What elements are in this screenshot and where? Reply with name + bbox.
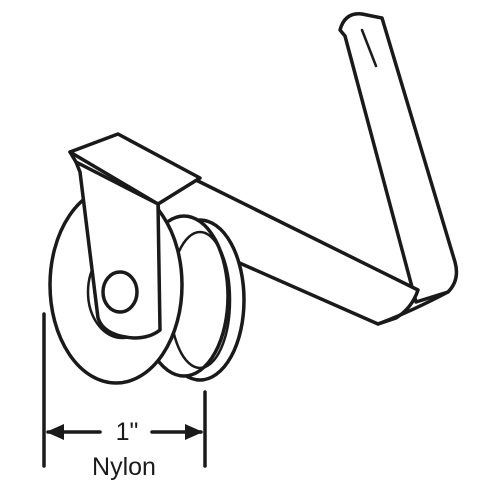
spring-arm <box>156 12 459 326</box>
bracket-plate <box>74 160 162 340</box>
dimension-value-label: 1" <box>116 418 139 446</box>
arrowhead-right <box>185 424 203 440</box>
width-dimension: 1" Nylon <box>42 312 207 481</box>
spring-arm-bend <box>376 290 450 326</box>
spring-arm-slot <box>360 28 378 68</box>
mounting-bracket <box>68 132 202 340</box>
arrowhead-left <box>46 424 64 440</box>
bracket-fold <box>68 150 78 164</box>
bracket-top-tab <box>68 132 202 206</box>
axle-rivet <box>101 270 139 314</box>
material-label: Nylon <box>92 453 156 481</box>
